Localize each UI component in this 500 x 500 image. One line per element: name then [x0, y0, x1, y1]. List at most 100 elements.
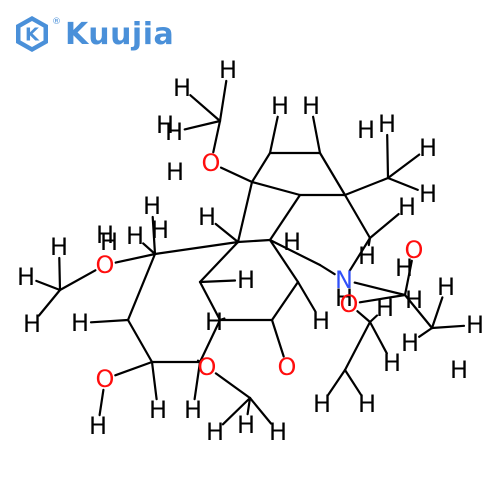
- atom-label-h: H: [283, 228, 301, 256]
- bond-line: [198, 318, 222, 364]
- bond-line: [430, 324, 466, 330]
- atom-label-o: O: [96, 251, 115, 279]
- bond-line: [368, 314, 379, 324]
- atom-label-h: H: [398, 193, 416, 221]
- atom-label-n: N: [335, 266, 353, 294]
- atom-label-h: H: [401, 329, 419, 357]
- atom-label-h: H: [151, 216, 169, 244]
- atom-label-h: H: [405, 286, 423, 314]
- logo-mark-letter: K: [25, 25, 40, 46]
- bond-line: [343, 320, 372, 372]
- bond-line: [248, 396, 273, 425]
- bond-line: [35, 279, 62, 292]
- bond-line: [403, 293, 434, 330]
- atom-label-h: H: [156, 111, 174, 139]
- bond-line: [58, 256, 62, 292]
- atom-label-h: H: [312, 307, 330, 335]
- atom-label-h: H: [335, 284, 353, 312]
- atom-label-h: H: [184, 396, 202, 424]
- bond-line: [183, 119, 222, 131]
- bond-line: [114, 252, 157, 264]
- atom-label-h: H: [205, 308, 223, 336]
- atom-label-h: H: [395, 254, 413, 282]
- atom-label-o: O: [340, 290, 359, 318]
- bond-line: [250, 180, 302, 197]
- atom-label-h: H: [419, 180, 437, 208]
- atom-label-h: H: [126, 222, 144, 250]
- bond-line: [368, 213, 400, 240]
- bond-line: [358, 293, 407, 304]
- bond-line: [214, 372, 252, 400]
- atom-label-h: H: [206, 418, 224, 446]
- atom-label-h: H: [17, 263, 35, 291]
- atom-label-h: H: [149, 396, 167, 424]
- bond-line: [418, 326, 434, 338]
- bond-line: [214, 222, 240, 244]
- atom-label-o: O: [405, 236, 424, 264]
- bond-line: [270, 280, 300, 322]
- bond-line: [126, 318, 154, 364]
- atom-label-h: H: [237, 411, 255, 439]
- atom-label-h: H: [437, 273, 455, 301]
- atom-label-h: H: [89, 412, 107, 440]
- atom-label-h: H: [143, 192, 161, 220]
- bond-line: [296, 280, 317, 313]
- bond-line: [189, 94, 222, 123]
- atom-label-h: H: [96, 221, 114, 249]
- atom-label-o: O: [198, 353, 217, 381]
- bond-line: [268, 238, 322, 267]
- bond-line: [268, 193, 302, 242]
- bond-line: [343, 368, 363, 396]
- atom-label-h: H: [302, 92, 320, 120]
- bond-line: [386, 153, 421, 180]
- bond-line: [37, 288, 62, 317]
- bond-line: [353, 281, 407, 297]
- registered-mark: ®: [52, 17, 61, 27]
- bond-line: [198, 240, 240, 284]
- atom-label-o: O: [278, 353, 297, 381]
- bond-line: [58, 269, 97, 292]
- atom-label-h: H: [357, 116, 375, 144]
- bond-line: [198, 280, 222, 322]
- bond-line: [142, 242, 157, 256]
- bond-line: [98, 388, 105, 417]
- bond-line: [198, 279, 237, 284]
- atom-label-h: H: [71, 309, 89, 337]
- bond-line: [150, 360, 158, 401]
- atom-label-h: H: [419, 134, 437, 162]
- bond-line: [348, 236, 372, 272]
- bond-line: [250, 151, 272, 184]
- bond-line: [356, 310, 372, 324]
- bond-line: [153, 240, 240, 256]
- bond-line: [89, 318, 130, 324]
- kuujia-logo-icon: K: [16, 16, 48, 52]
- bond-line: [114, 360, 154, 377]
- atom-label-h: H: [378, 110, 396, 138]
- bond-line: [386, 176, 419, 191]
- atom-label-o: O: [96, 365, 115, 393]
- atom-label-h: H: [237, 266, 255, 294]
- bond-line: [219, 166, 254, 184]
- atom-label-h: H: [271, 92, 289, 120]
- bond-line: [126, 252, 157, 322]
- atom-label-h: H: [358, 390, 376, 418]
- bond-line: [218, 79, 228, 123]
- atom-label-o: O: [202, 149, 221, 177]
- bond-line: [318, 151, 347, 197]
- bond-line: [236, 180, 254, 244]
- brand-logo: K ® Kuujia: [12, 14, 174, 54]
- atom-label-h: H: [358, 242, 376, 270]
- bond-layer: [35, 79, 466, 426]
- atom-label-h: H: [166, 158, 184, 186]
- bond-line: [343, 193, 372, 240]
- bond-line: [368, 320, 388, 355]
- bond-line: [270, 318, 285, 358]
- brand-name: Kuujia: [65, 16, 175, 52]
- atom-label-h: H: [219, 56, 237, 84]
- bond-line: [246, 396, 252, 416]
- bond-line: [268, 238, 300, 284]
- atom-label-h: H: [450, 356, 468, 384]
